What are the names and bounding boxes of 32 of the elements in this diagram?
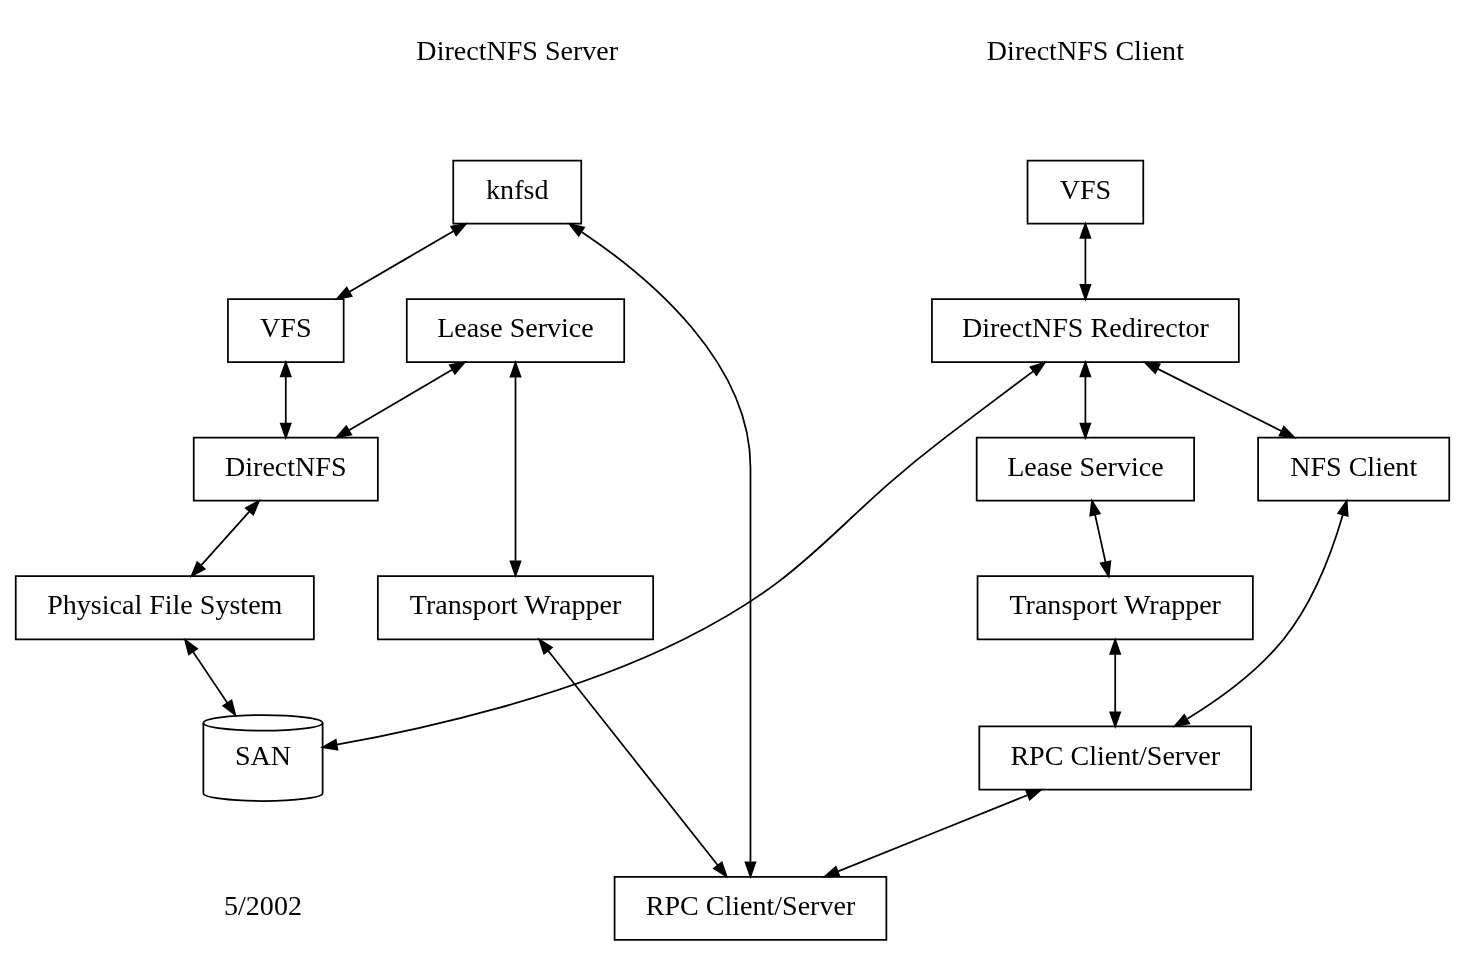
node-box: RPC Client/Server [978, 725, 1252, 791]
arrow [537, 637, 729, 879]
node-box: DirectNFS [192, 436, 379, 502]
arrow [1079, 359, 1092, 441]
node-box: knfsd [452, 159, 583, 225]
node-box: DirectNFS Redirector [931, 298, 1240, 364]
arrow [1109, 637, 1122, 730]
node-box: Physical File System [14, 575, 315, 641]
node-box: NFS Client [1257, 436, 1451, 502]
node-box: RPC Client/Server [613, 876, 888, 941]
label: 5/2002 [224, 890, 302, 922]
arrow [1089, 498, 1112, 579]
arrow [334, 361, 467, 439]
arrow [279, 359, 292, 441]
arrow [567, 222, 757, 879]
arrow [1172, 498, 1349, 728]
arrow [1142, 361, 1297, 439]
node-box: Lease Service [975, 436, 1195, 502]
node-box: Transport Wrapper [376, 575, 655, 641]
node-box: Transport Wrapper [976, 575, 1254, 641]
label: DirectNFS Client [986, 35, 1184, 67]
arrow [822, 788, 1044, 878]
node-box: VFS [1026, 159, 1145, 225]
node-box: VFS [227, 298, 345, 364]
arrow [1079, 221, 1092, 302]
arrow [183, 637, 237, 717]
arrow [189, 498, 261, 579]
arrow [334, 222, 469, 301]
arrow [320, 361, 1047, 751]
arrow [509, 360, 522, 579]
node-box: Lease Service [405, 298, 626, 364]
label: DirectNFS Server [416, 35, 619, 67]
